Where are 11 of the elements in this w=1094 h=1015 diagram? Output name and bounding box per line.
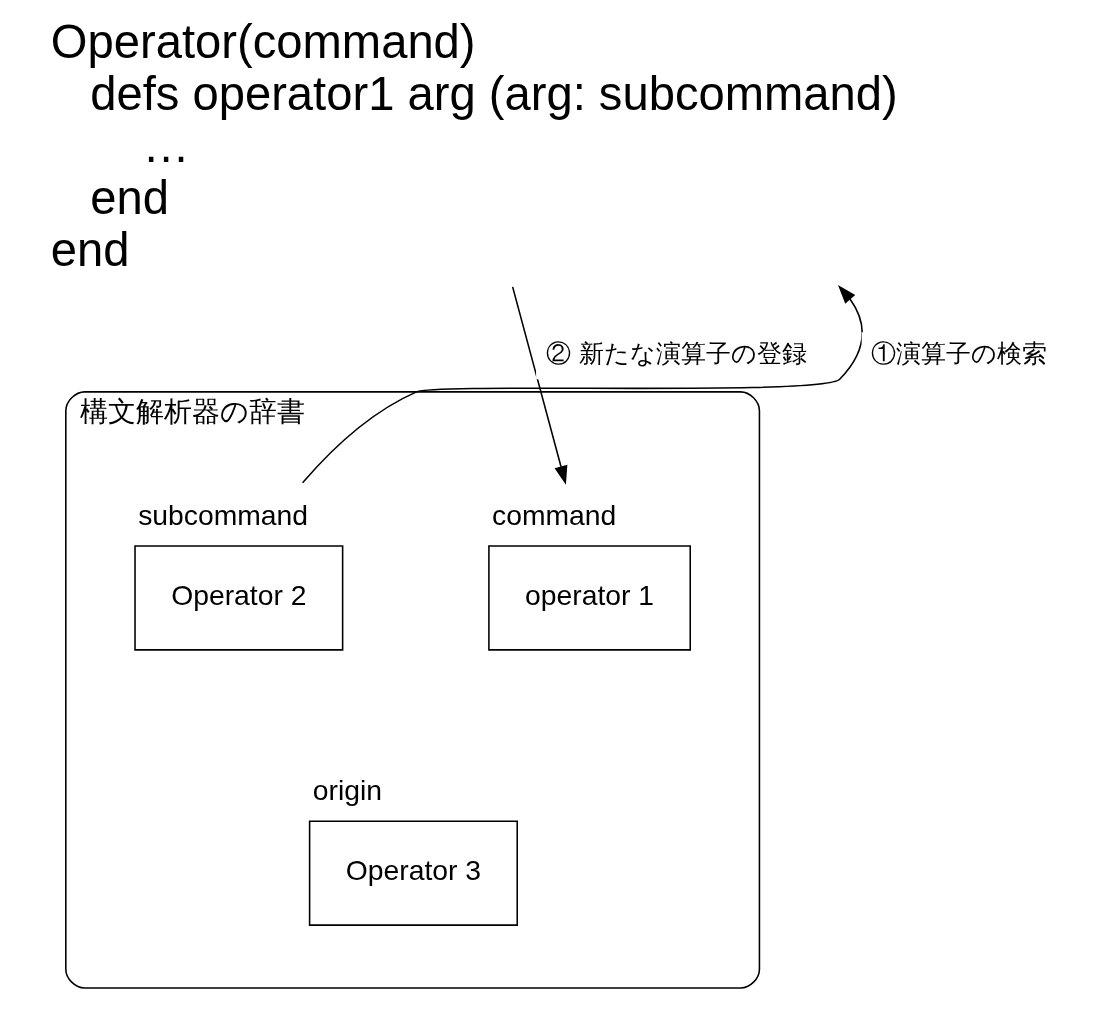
node-label: origin bbox=[312, 773, 382, 806]
node-label: subcommand bbox=[137, 498, 308, 531]
arrow bbox=[511, 286, 567, 485]
node-box: Operator 2 bbox=[133, 545, 343, 651]
node-box: operator 1 bbox=[487, 545, 691, 651]
node-box: Operator 3 bbox=[308, 820, 518, 926]
edge-label: ①演算子の検索 bbox=[870, 338, 1047, 368]
edge-label: ② 新たな演算子の登録 bbox=[545, 338, 807, 368]
node-label: command bbox=[491, 498, 616, 531]
node-text: Operator(command) defs operator1 arg (arg: subcommand) … end end bbox=[50, 15, 898, 277]
arrow bbox=[301, 285, 863, 484]
